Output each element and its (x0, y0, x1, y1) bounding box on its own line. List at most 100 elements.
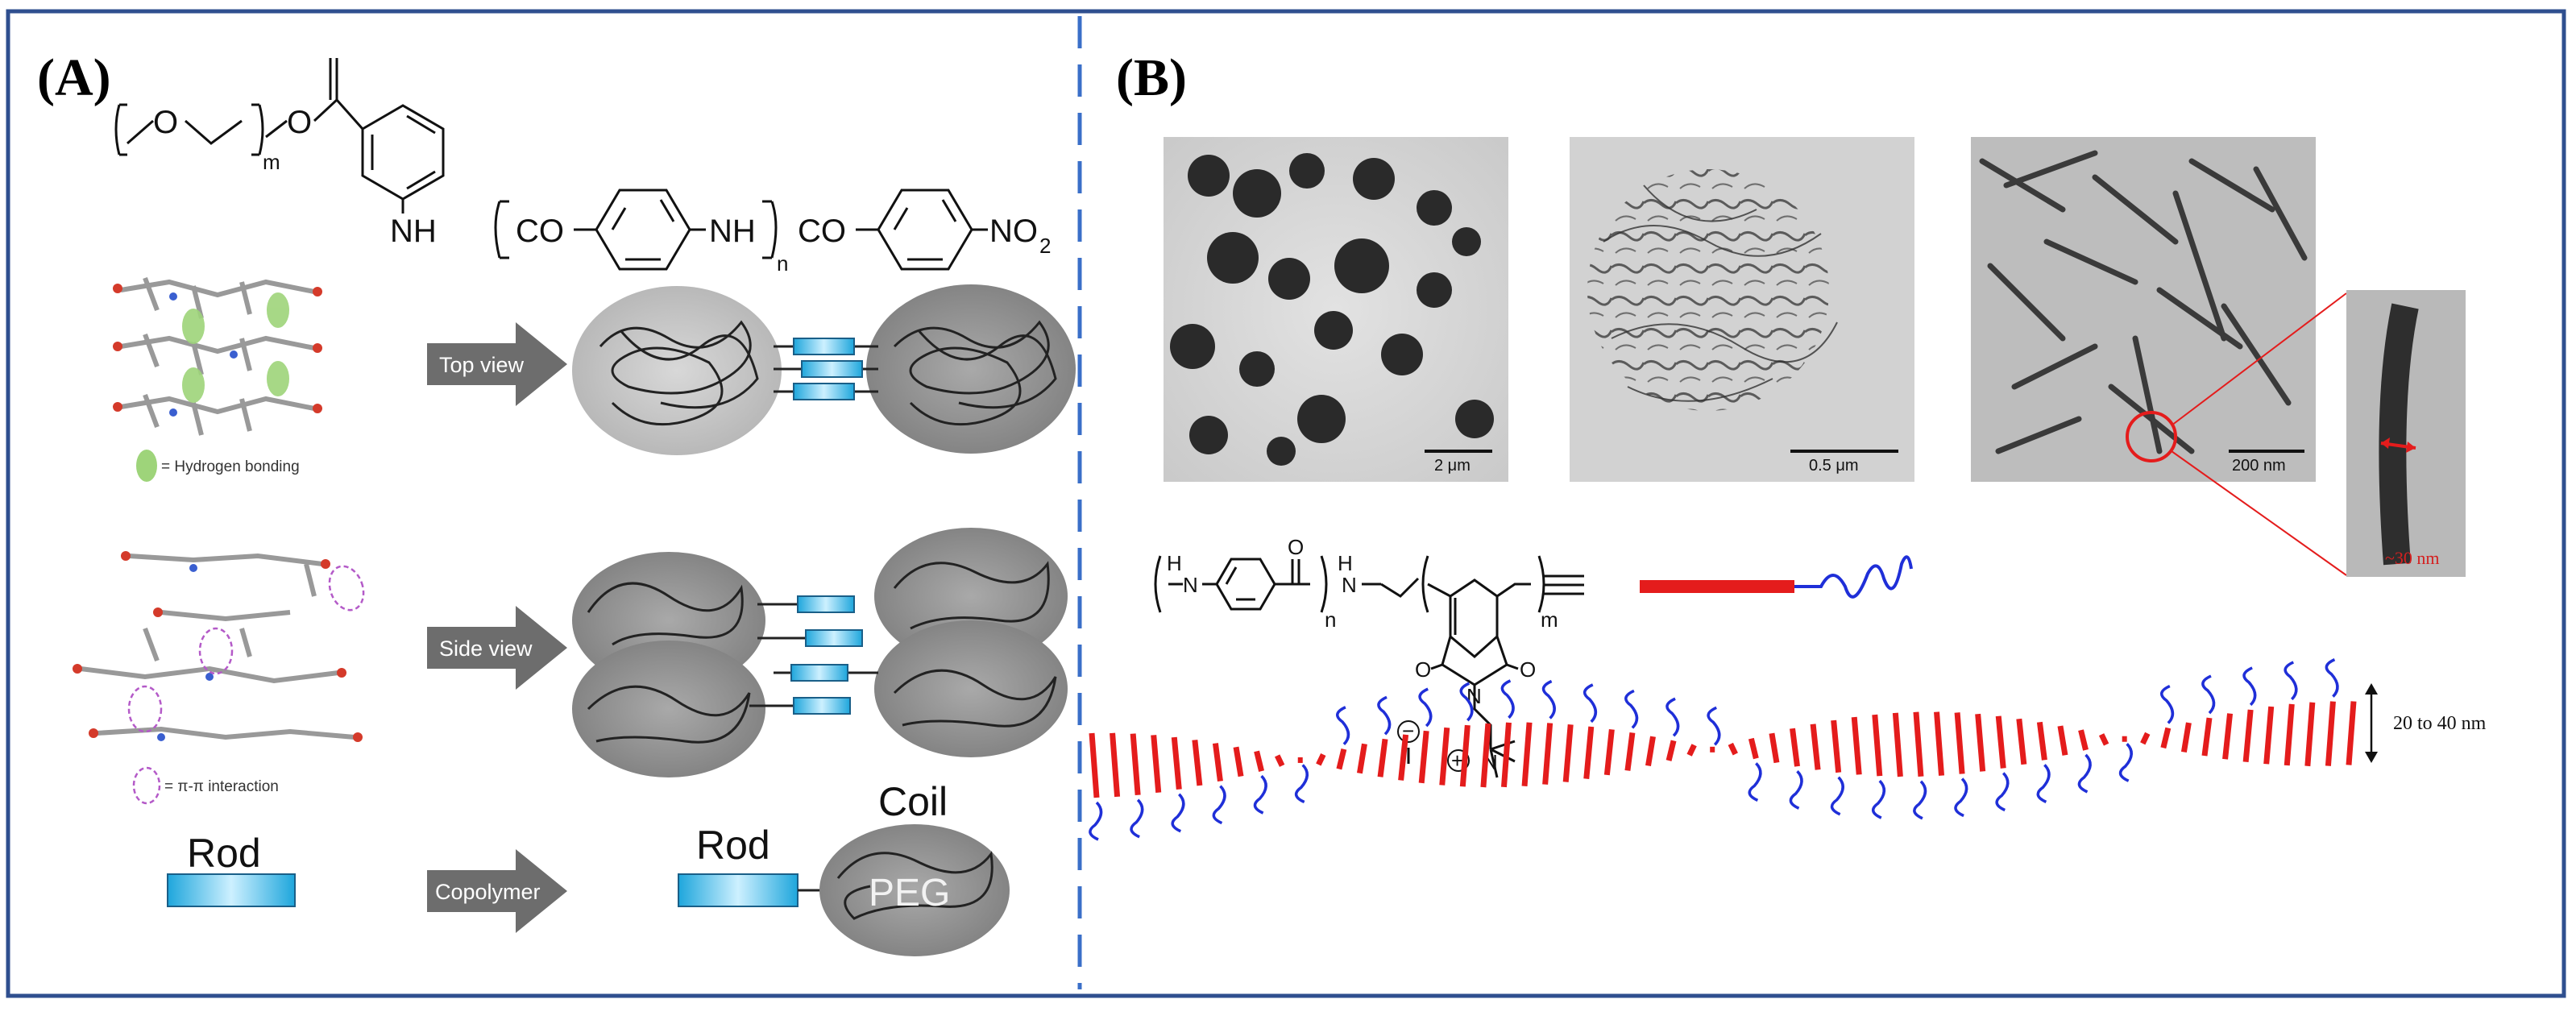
ribbon-rod (1316, 753, 1326, 766)
ribbon-coil (1418, 687, 1433, 728)
pipi-legend-swatch (132, 766, 161, 805)
panel-a-label: (A) (37, 48, 111, 107)
panel-b-label: (B) (1116, 48, 1187, 107)
ribbon-coil (1336, 706, 1350, 746)
ribbon-rod (1521, 722, 1533, 787)
ribbon-rod (1913, 711, 1924, 777)
ribbon-coil (1583, 683, 1598, 724)
dimension-label: 20 to 40 nm (2393, 713, 2487, 734)
ribbon-rod (1130, 733, 1141, 796)
ribbon-coil (1253, 774, 1267, 815)
tem-image-micelles: 2 μm (1164, 137, 1508, 482)
ribbon-coil (2077, 753, 2092, 794)
rod-block (167, 873, 296, 907)
copolymer-structure (1154, 555, 1545, 749)
ribbon-rod (1398, 734, 1409, 781)
ribbon-rod (1954, 712, 1965, 774)
ribbon-rod (1418, 730, 1429, 784)
ribbon-coil (1665, 697, 1680, 737)
twisted-ribbon (1089, 658, 2357, 841)
molecular-model-pipi: = π-π interaction (73, 551, 365, 805)
ribbon-rod (1233, 746, 1244, 777)
ribbon-coil (2036, 764, 2051, 803)
ribbon-rod (1769, 732, 1780, 764)
ribbon-rod (2201, 717, 2213, 757)
ribbon-rod (1583, 726, 1595, 779)
ribbon-rod (1665, 740, 1677, 761)
nitro-group: NO (989, 214, 1038, 249)
ribbon-rod (2284, 703, 2295, 766)
ribbon-coil (1089, 801, 1103, 841)
ribbon-rod (2057, 725, 2068, 756)
ribbon-rod (2263, 706, 2275, 765)
side-view-assembly (572, 528, 1068, 777)
svg-text:Copolymer: Copolymer (435, 880, 541, 904)
ribbon-rod (1275, 754, 1285, 767)
pipi-legend-text: = π-π interaction (164, 778, 279, 795)
chem-o-2: O (1415, 657, 1431, 682)
scalebar-1-label: 2 μm (1434, 457, 1471, 475)
ribbon-coil (2160, 684, 2175, 724)
ribbon-rod (2098, 733, 2109, 746)
rod-block-2 (678, 873, 799, 907)
ribbon-rod (1603, 728, 1615, 776)
side-view-arrow: Side view (427, 606, 567, 690)
rod-coil-red-rod (1640, 580, 1794, 593)
ribbon-rod (1357, 743, 1367, 774)
benzene-ring (574, 189, 706, 271)
top-view-arrow: Top view (427, 322, 567, 406)
copolymer-arrow: Copolymer (427, 849, 567, 933)
repeat-bracket-right (762, 200, 778, 259)
chem-n-1: N (1183, 573, 1198, 597)
ribbon-rod (1212, 743, 1223, 782)
ribbon-coil (1954, 777, 1968, 818)
panel-a: (A) O O m NH CO (37, 48, 1076, 956)
ribbon-rod (1192, 740, 1203, 786)
ribbon-rod (2325, 701, 2336, 766)
ribbon-coil (1500, 679, 1515, 719)
ribbon-rod (2242, 709, 2254, 762)
ribbon-rod (1872, 714, 1883, 777)
ribbon-rod (1110, 732, 1121, 798)
ribbon-rod (1171, 736, 1182, 790)
chem-n-subscript: n (1325, 607, 1336, 632)
ribbon-rod (1645, 736, 1656, 767)
chem-h-1: H (1167, 551, 1182, 575)
ribbon-rod (1542, 723, 1553, 785)
ribbon-coil (1212, 785, 1226, 825)
ribbon-rod (1336, 748, 1347, 770)
ribbon-rod (1975, 713, 1986, 772)
ribbon-rod (1790, 728, 1800, 767)
ribbon-rod (1892, 712, 1903, 777)
ribbon-coil (1541, 679, 1556, 719)
ribbon-rod (1500, 722, 1512, 788)
repeat-bracket-left (494, 200, 509, 259)
chem-o-1: O (1288, 535, 1304, 559)
ribbon-rod (1480, 723, 1491, 788)
nh-group-2: NH (709, 214, 756, 249)
co-group-2: CO (798, 214, 846, 249)
benzene-ring (361, 104, 445, 214)
scalebar-3-label: 200 nm (2232, 457, 2286, 475)
co-group-1: CO (516, 214, 564, 249)
ribbon-rod (1377, 738, 1388, 777)
peg-label: PEG (869, 872, 950, 914)
ribbon-coil (1830, 776, 1844, 816)
molecular-model-hbond: = Hydrogen bonding (113, 276, 322, 482)
ribbon-rod (1851, 716, 1862, 775)
ribbon-coil (1789, 769, 1803, 810)
ribbon-coil (1171, 793, 1185, 833)
ribbon-coil (1459, 682, 1474, 722)
rod-coil-blue-coil (1794, 555, 1913, 599)
ribbon-rod (1439, 727, 1450, 786)
coil-label: Coil (878, 779, 948, 824)
repeat-n-subscript: n (777, 251, 788, 276)
scalebar-2-label: 0.5 μm (1809, 457, 1859, 475)
inset-size-label: ~30 nm (2385, 548, 2440, 568)
peg-oxygen: O (153, 105, 178, 140)
ribbon-rod (1151, 735, 1162, 793)
chem-h-2: H (1338, 551, 1353, 575)
ribbon-rod (2346, 701, 2357, 765)
ribbon-rod (1562, 724, 1574, 782)
nitro-subscript: 2 (1039, 234, 1051, 258)
